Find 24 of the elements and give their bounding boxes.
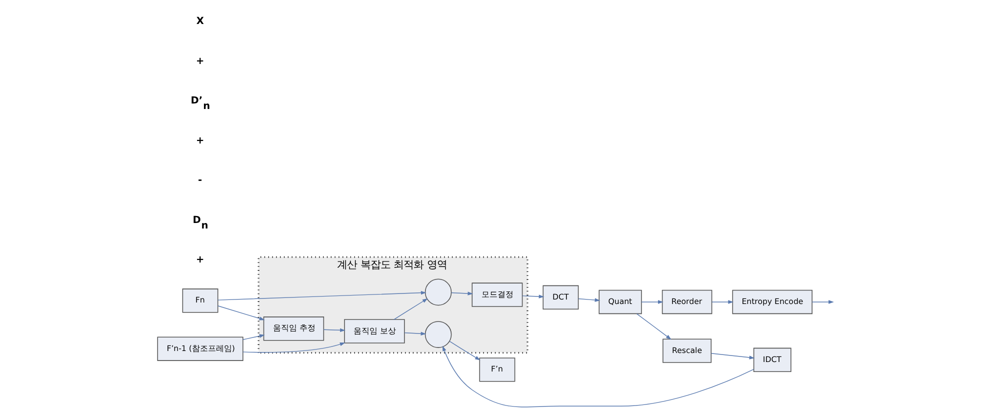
arrow (442, 346, 754, 408)
arrow (710, 353, 754, 360)
arrow (811, 300, 834, 304)
arrow (640, 300, 663, 304)
arrow (322, 328, 345, 332)
arrow (578, 298, 600, 302)
arrow (636, 313, 671, 340)
arrow (217, 290, 426, 300)
label: + (196, 135, 204, 146)
arrow (450, 292, 473, 296)
node-circle (424, 321, 452, 348)
label: + (196, 56, 204, 67)
arrow (242, 334, 264, 340)
arrow (522, 294, 544, 298)
arrow (711, 300, 734, 304)
arrow (393, 298, 428, 320)
arrow (448, 341, 480, 360)
node-circle (424, 278, 452, 306)
arrow (217, 306, 264, 320)
label: + (196, 254, 204, 266)
arrow (404, 332, 426, 336)
label: X (196, 16, 204, 28)
label: - (197, 175, 202, 186)
arrow (242, 342, 345, 353)
